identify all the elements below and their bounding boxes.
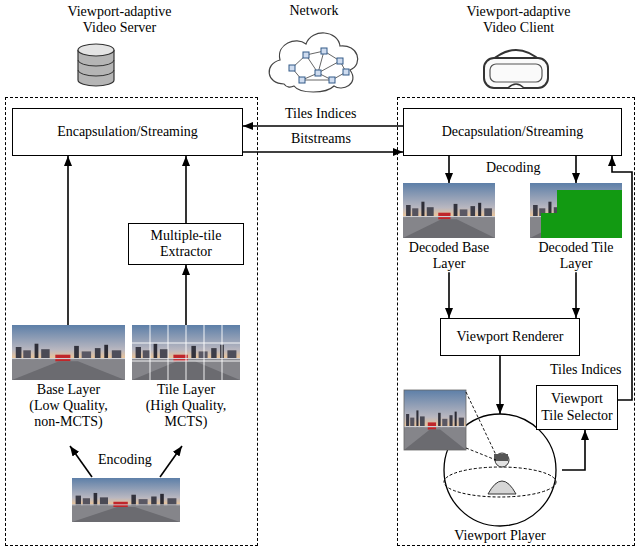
process-box: Encapsulation/Streaming <box>12 108 243 156</box>
process-box: Viewport Tile Selector <box>536 385 618 430</box>
edge-label: Tiles Indices <box>283 106 358 122</box>
flow-arrow <box>243 151 403 153</box>
flow-arrow <box>243 125 403 127</box>
box-label: Decapsulation/Streaming <box>442 124 584 140</box>
image-caption: Tile Layer (High Quality, MCTS) <box>140 382 232 430</box>
region-heading: Viewport-adaptive Video Server <box>57 4 182 36</box>
flow-arrow <box>67 156 69 325</box>
flow-arrow <box>448 156 450 183</box>
image-caption: Base Layer (Low Quality, non-MCTS) <box>23 382 115 430</box>
region-heading: Viewport-adaptive Video Client <box>456 4 581 36</box>
box-label: Viewport Tile Selector <box>541 391 613 423</box>
flow-arrow <box>185 265 187 325</box>
layer-image: Tile Layer (High Quality, MCTS) <box>132 325 240 430</box>
edge-label: Tiles Indices <box>548 362 623 378</box>
layer-image: Base Layer (Low Quality, non-MCTS) <box>12 325 125 430</box>
flow-arrow <box>575 272 577 318</box>
headset-icon <box>484 50 548 88</box>
layer-image: Decoded Tile Layer <box>530 183 622 272</box>
process-box: Decapsulation/Streaming <box>403 108 622 156</box>
flow-arrow <box>448 272 450 318</box>
network-label: Network <box>268 3 360 19</box>
network-cloud <box>269 33 358 92</box>
process-box: Multiple-tile Extractor <box>128 223 244 265</box>
network-node: Network <box>268 3 360 93</box>
layer-image: Decoded Base Layer <box>403 183 495 272</box>
step-label: Encoding <box>96 452 154 468</box>
image-caption: Viewport Player <box>440 528 560 544</box>
player-node: Viewport Player <box>438 414 562 544</box>
image-caption: Decoded Base Layer <box>403 240 495 272</box>
flow-arrow <box>185 156 187 223</box>
server-region: Viewport-adaptive Video ServerEncapsulat… <box>5 97 258 546</box>
box-label: Multiple-tile Extractor <box>133 228 239 260</box>
database-icon <box>78 44 114 86</box>
flow-arrow <box>499 356 501 414</box>
process-box: Viewport Renderer <box>440 318 580 356</box>
flow-arrow <box>562 430 585 470</box>
viewport-sphere <box>404 390 556 526</box>
flow-arrow <box>575 156 577 183</box>
edge-label: Bitstreams <box>289 131 353 147</box>
step-label: Decoding <box>484 160 542 176</box>
image-caption: Decoded Tile Layer <box>530 240 622 272</box>
box-label: Encapsulation/Streaming <box>57 124 198 140</box>
box-label: Viewport Renderer <box>457 329 564 345</box>
